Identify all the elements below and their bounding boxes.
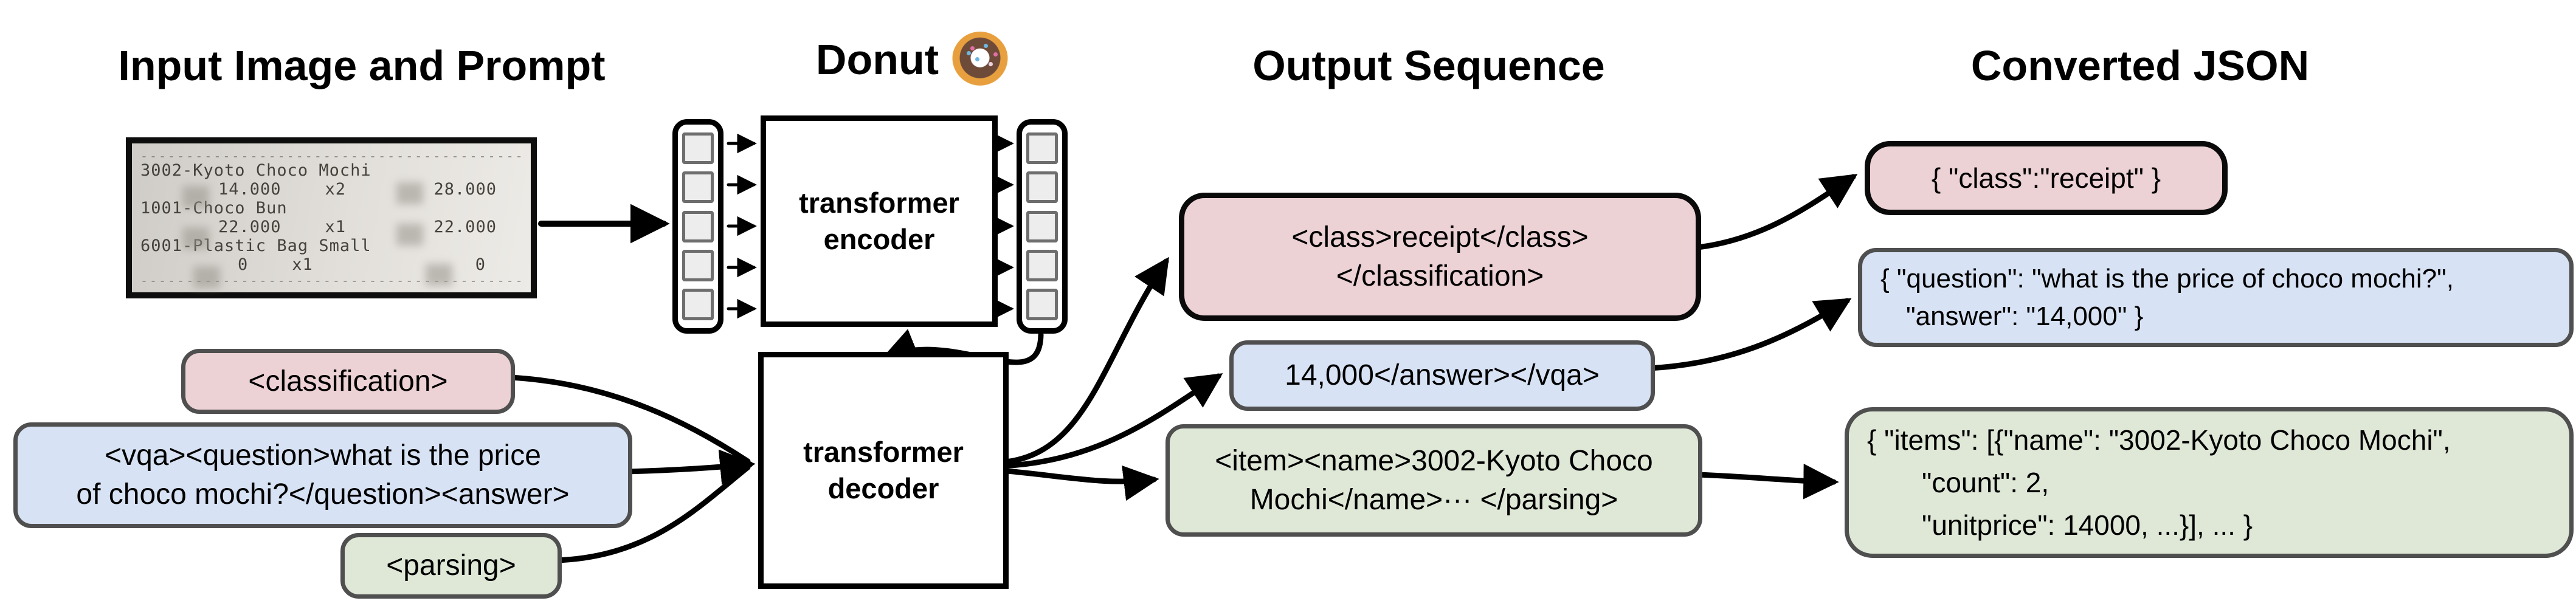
donut-icon <box>952 32 1009 88</box>
receipt-item-name: 1001-Choco Bun <box>140 198 288 218</box>
decoder-label: transformer <box>803 436 964 468</box>
receipt-divider: ----------------------------------------… <box>140 151 522 159</box>
patch-token <box>682 249 714 281</box>
redaction-patch <box>182 186 209 208</box>
column-title-input: Input Image and Prompt <box>118 42 606 89</box>
json-classification: { "class":"receipt" } <box>1865 141 2228 215</box>
patch-token <box>1026 210 1058 242</box>
arrow-class-to-json <box>1690 174 1858 251</box>
arrow-prompt-parsing <box>553 464 751 563</box>
arrow-decoder-to-class <box>997 256 1169 466</box>
prompt-classification: <classification> <box>181 349 515 414</box>
output-parsing: <item><name>3002-Kyoto Choco Mochi</name… <box>1165 424 1702 537</box>
receipt-item-row: 14.000 x2 28.000 <box>218 179 497 199</box>
output-patch-tokens <box>1017 119 1068 334</box>
patch-token <box>1026 249 1058 281</box>
redaction-patch <box>396 182 423 204</box>
receipt-item-name: 3002-Kyoto Choco Mochi <box>140 160 371 180</box>
json-vqa: { "question": "what is the price of choc… <box>1858 248 2574 347</box>
encoder-box: transformer encoder <box>761 115 998 327</box>
prompt-parsing: <parsing> <box>340 533 562 599</box>
input-patch-tokens <box>672 119 723 334</box>
column-title-json: Converted JSON <box>1970 42 2310 89</box>
patch-token <box>682 210 714 242</box>
redaction-patch <box>426 264 452 286</box>
column-title-model: Donut <box>760 32 1064 88</box>
output-classification: <class>receipt</class> </classification> <box>1179 193 1701 321</box>
arrow-prompt-classification <box>506 374 751 464</box>
patch-token <box>682 132 714 164</box>
patch-token <box>682 171 714 204</box>
receipt-item-row: 0 x1 0 <box>238 255 486 274</box>
receipt-item-row: 22.000 x1 22.000 <box>218 217 497 236</box>
encoder-label: encoder <box>823 223 935 255</box>
arrow-decoder-to-parsing <box>997 465 1159 501</box>
encoder-label: transformer <box>799 187 959 219</box>
patch-token <box>1026 132 1058 164</box>
decoder-label: decoder <box>827 472 939 504</box>
receipt-item-name: 6001-Plastic Bag Small <box>140 236 371 255</box>
redaction-patch <box>193 266 220 288</box>
json-parsing: { "items": [{"name": "3002-Kyoto Choco M… <box>1845 407 2574 558</box>
redaction-patch <box>396 224 423 246</box>
model-title-label: Donut <box>815 36 939 83</box>
arrow-decoder-to-vqa <box>997 373 1223 469</box>
arrow-vqa-to-json <box>1646 298 1852 371</box>
prompt-vqa: <vqa><question>what is the price of choc… <box>13 422 632 528</box>
redaction-patch <box>182 227 209 249</box>
arrow-prompt-vqa <box>623 449 756 485</box>
patch-token <box>1026 289 1058 320</box>
column-title-output: Output Sequence <box>1252 42 1605 89</box>
receipt-image: ----------------------------------------… <box>126 137 537 298</box>
decoder-box: transformer decoder <box>758 352 1009 589</box>
arrow-parsing-to-json <box>1693 464 1839 500</box>
patch-token <box>682 289 714 320</box>
patch-token <box>1026 171 1058 204</box>
output-vqa: 14,000</answer></vqa> <box>1229 340 1655 411</box>
